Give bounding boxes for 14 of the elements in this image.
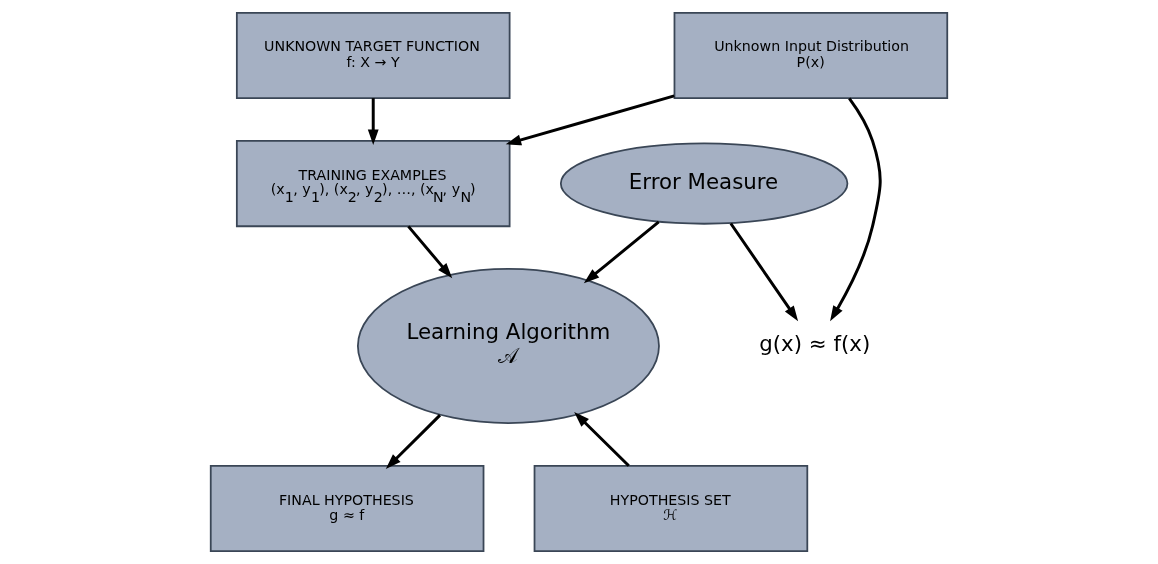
arrow [367, 98, 379, 145]
node-box: FINAL HYPOTHESIS g ≈ f [209, 464, 485, 553]
arrow [407, 225, 453, 279]
node-box: Unknown Input Distribution P(x) [673, 11, 949, 100]
node-text: g(x) ≈ f(x) [759, 331, 871, 357]
node-box: HYPOTHESIS SET ℋ [533, 464, 809, 553]
arrow [385, 414, 442, 469]
node-ellipse: Error Measure [559, 142, 849, 225]
arrow [505, 94, 675, 146]
arrow [574, 411, 630, 467]
arrow [583, 220, 660, 284]
arrow [830, 97, 882, 322]
node-box: UNKNOWN TARGET FUNCTION f: X → Y [235, 11, 511, 100]
arrow [729, 222, 799, 322]
